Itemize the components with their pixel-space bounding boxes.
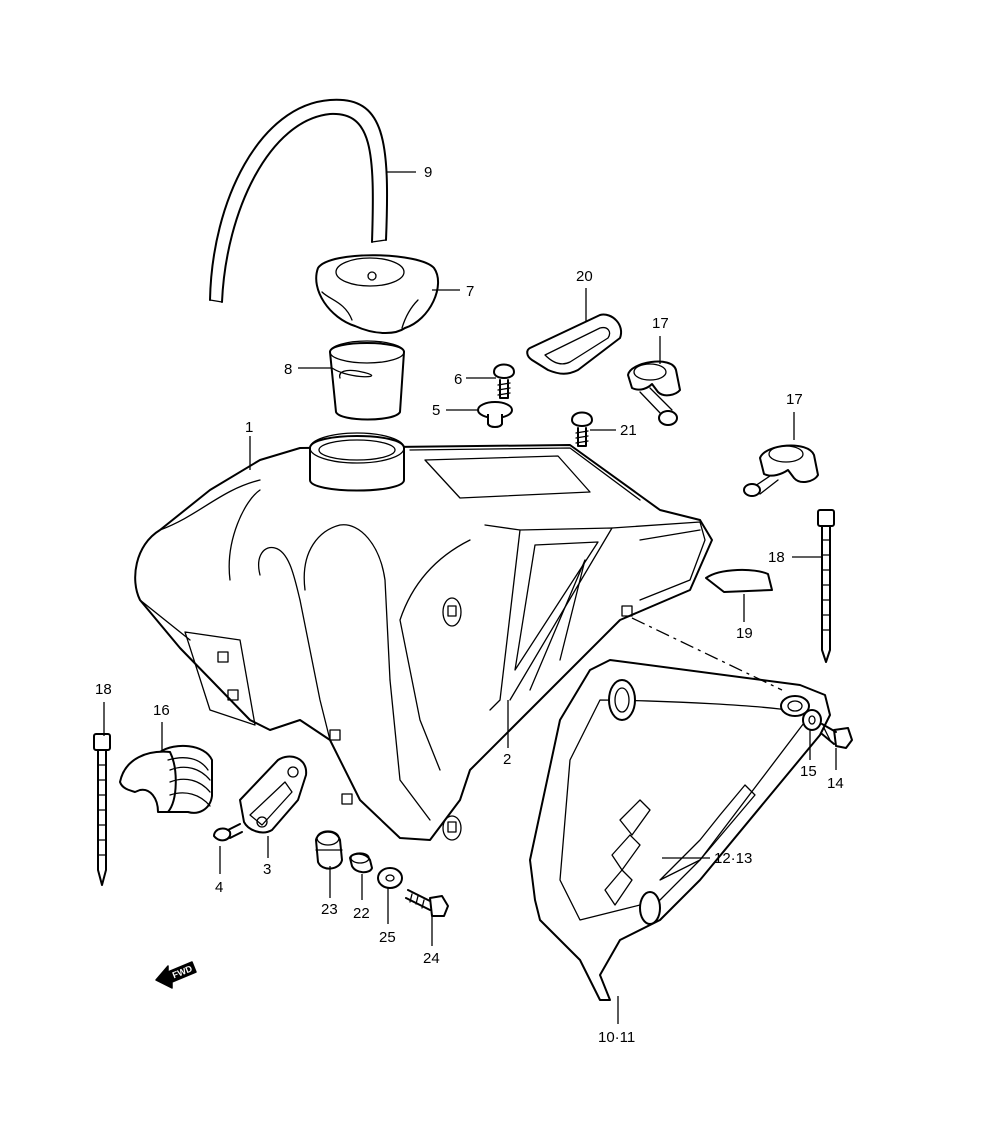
callout-17-upper: 17: [652, 315, 669, 332]
part-screw-4: [213, 823, 243, 842]
part-washer-15: [802, 709, 822, 731]
part-clamp-right: [743, 444, 819, 497]
callout-4: 4: [215, 879, 223, 896]
part-breather-hose: [209, 98, 389, 303]
part-damper-23: [315, 830, 343, 870]
part-collar-22: [349, 852, 373, 874]
callout-5: 5: [432, 402, 440, 419]
callout-22: 22: [353, 905, 370, 922]
callout-21: 21: [620, 422, 637, 439]
part-fuel-tank: [134, 432, 713, 841]
part-screw-21: [571, 411, 593, 447]
callout-8: 8: [284, 361, 292, 378]
part-cushion-set: [119, 744, 213, 814]
callout-23: 23: [321, 901, 338, 918]
callout-14: 14: [827, 775, 844, 792]
callout-24: 24: [423, 950, 440, 967]
part-fuel-cap: [315, 254, 439, 334]
callout-19: 19: [736, 625, 753, 642]
fwd-arrow-icon: FWD: [155, 961, 197, 989]
callout-15: 15: [800, 763, 817, 780]
part-side-cover: [529, 659, 831, 1001]
part-grommet: [477, 401, 513, 428]
callout-20: 20: [576, 268, 593, 285]
callout-12-13: 12·13: [714, 850, 752, 867]
part-washer-25: [377, 867, 403, 889]
callout-25: 25: [379, 929, 396, 946]
callout-16: 16: [153, 702, 170, 719]
part-fuel-cock: [239, 755, 308, 834]
part-clamp-upper: [627, 360, 681, 426]
alignment-line: [631, 617, 783, 691]
part-cable-tie-right: [817, 509, 835, 663]
callout-2: 2: [503, 751, 511, 768]
callout-10-11: 10·11: [598, 1029, 635, 1046]
callout-7: 7: [466, 283, 474, 300]
callout-9: 9: [424, 164, 432, 181]
part-bolt-14: [821, 723, 853, 749]
part-tank-strap: [526, 313, 623, 375]
part-screw-6: [493, 363, 515, 399]
part-cable-tie-left: [93, 733, 111, 886]
callout-1: 1: [245, 419, 253, 436]
part-cushion: [705, 568, 773, 593]
part-bolt-24: [405, 889, 449, 917]
callout-17-right: 17: [786, 391, 803, 408]
callout-labels: 9 7 8 6 5 21 20 17 17 18 19 1 2 18 16 3 …: [95, 164, 844, 1046]
part-filler-neck-ring: [329, 340, 405, 421]
callout-6: 6: [454, 371, 462, 388]
callout-3: 3: [263, 861, 271, 878]
callout-18-left: 18: [95, 681, 112, 698]
leader-lines: [103, 171, 837, 1024]
callout-18-right: 18: [768, 549, 785, 566]
